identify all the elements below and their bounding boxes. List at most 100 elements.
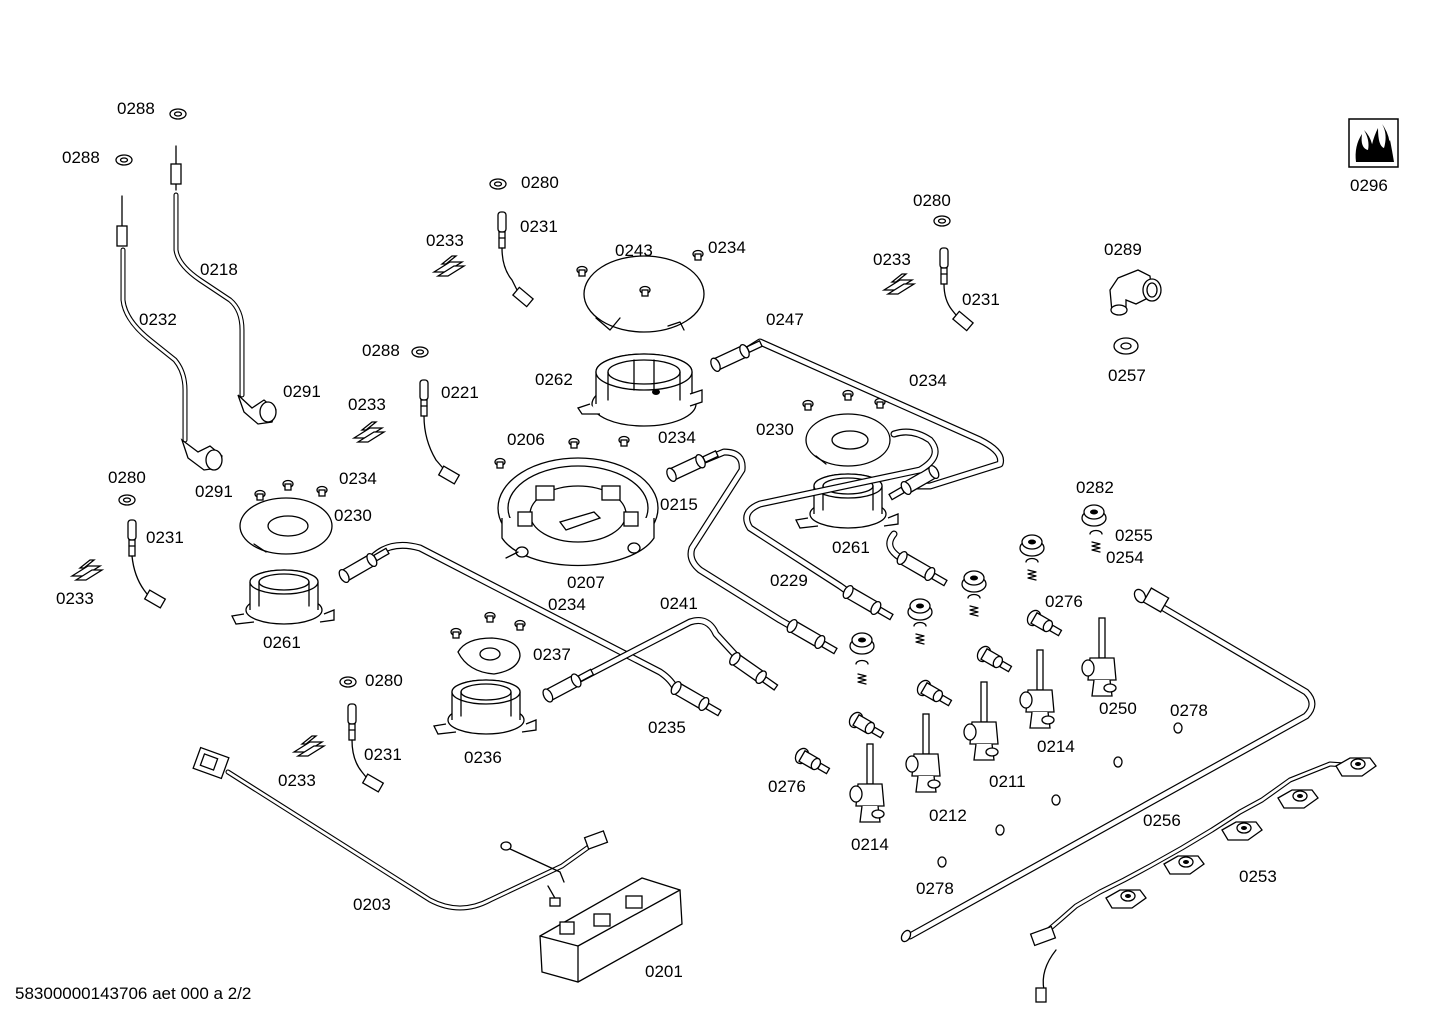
label-0230-a: 0230	[756, 420, 794, 439]
wiring-harness-0203	[192, 746, 609, 911]
label-0233-d: 0233	[56, 589, 94, 608]
label-0207: 0207	[567, 573, 605, 592]
gas-tube-0241	[540, 617, 781, 705]
label-0201: 0201	[645, 962, 683, 981]
label-0233-e: 0233	[278, 771, 316, 790]
washer-0257	[1113, 337, 1139, 355]
ignition-plug-0221	[419, 379, 461, 485]
label-0241: 0241	[660, 594, 698, 613]
label-0291-b: 0291	[195, 482, 233, 501]
label-0214-a: 0214	[1037, 737, 1075, 756]
label-0296: 0296	[1350, 176, 1388, 195]
bushing-c	[846, 709, 887, 743]
knob-cap-0282	[1081, 504, 1107, 527]
label-0235: 0235	[648, 718, 686, 737]
knob-cap-a	[1019, 534, 1045, 557]
ignition-plug-0231-bottom	[339, 676, 385, 793]
burner-cup-0236	[433, 679, 537, 735]
spring-b	[969, 605, 979, 617]
burner-plate-0237	[457, 637, 521, 675]
ignition-plug-0231-top	[489, 178, 535, 308]
label-0243: 0243	[615, 241, 653, 260]
burner-cup-0261-left	[231, 569, 335, 625]
gas-tube-0234-long	[336, 541, 724, 720]
knob-cap-c	[907, 598, 933, 621]
label-0261-b: 0261	[263, 633, 301, 652]
label-0250: 0250	[1099, 699, 1137, 718]
label-0276-a: 0276	[1045, 592, 1083, 611]
label-0233-b: 0233	[873, 250, 911, 269]
screw-0234-e	[494, 457, 506, 469]
gas-manifold	[900, 587, 1316, 943]
screw-0234-a	[576, 265, 588, 277]
label-0280-a: 0280	[521, 173, 559, 192]
clip-0255	[1089, 529, 1103, 535]
valve-0211	[963, 681, 999, 761]
label-0261-a: 0261	[832, 538, 870, 557]
label-0230-b: 0230	[334, 506, 372, 525]
drawing-id: 58300000143706 aet 000 a 2/2	[15, 984, 251, 1003]
screw-0234-j	[282, 479, 294, 491]
label-0212: 0212	[929, 806, 967, 825]
ignition-plug-0231-left	[118, 494, 167, 609]
c-clip-c	[913, 621, 927, 627]
label-0231-a: 0231	[520, 217, 558, 236]
elbow-fitting-0289	[1109, 269, 1162, 316]
screw-0234-f	[802, 399, 814, 411]
label-0288-b: 0288	[62, 148, 100, 167]
label-0236: 0236	[464, 748, 502, 767]
clip-0233-e	[293, 735, 325, 757]
label-0254: 0254	[1106, 548, 1144, 567]
label-0291-a: 0291	[283, 382, 321, 401]
burner-plate-0230-left	[239, 497, 333, 555]
thermocouple-0218	[170, 145, 277, 425]
bushing-b	[914, 677, 955, 711]
label-0211: 0211	[989, 772, 1026, 791]
c-clip-b	[967, 593, 981, 599]
label-0229: 0229	[770, 571, 808, 590]
gas-tube-0229	[743, 428, 950, 624]
burner-plate-0243	[583, 255, 705, 333]
label-0233-c: 0233	[348, 395, 386, 414]
label-0280-d: 0280	[365, 671, 403, 690]
spring-d	[857, 673, 867, 685]
valve-0250	[1081, 617, 1117, 697]
valve-0212	[905, 713, 941, 793]
bushing-0276-a	[1024, 607, 1065, 641]
clip-0233-b	[883, 273, 915, 295]
screw-0234-n	[514, 619, 526, 631]
screw-0234-i	[254, 489, 266, 501]
label-0215: 0215	[660, 495, 698, 514]
control-module-0201	[539, 877, 683, 983]
label-0232: 0232	[139, 310, 177, 329]
knob-cap-d	[849, 632, 875, 655]
label-0257: 0257	[1108, 366, 1146, 385]
label-0253: 0253	[1239, 867, 1277, 886]
label-0288-c: 0288	[362, 341, 400, 360]
ring-0288-c	[411, 346, 429, 358]
spring-c	[915, 633, 925, 645]
label-0231-b: 0231	[962, 290, 1000, 309]
gas-tube-0215	[664, 446, 840, 658]
label-0234-a: 0234	[708, 238, 746, 257]
burner-base-0207	[497, 457, 659, 567]
igniter-harness-0256	[1029, 757, 1377, 1003]
screw-0234-k	[316, 485, 328, 497]
label-0234-e: 0234	[548, 595, 586, 614]
label-0231-d: 0231	[364, 745, 402, 764]
label-0203: 0203	[353, 895, 391, 914]
label-0234-c: 0234	[658, 428, 696, 447]
label-0278-b: 0278	[916, 879, 954, 898]
part-labels: 0288 0288 0218 0232 0291 0291 0280 0231 …	[56, 99, 1388, 981]
screw-0234-b	[692, 249, 704, 261]
ring-0288-b	[115, 154, 133, 166]
gas-tube-0247	[708, 336, 1005, 504]
label-0262: 0262	[535, 370, 573, 389]
label-0280-c: 0280	[108, 468, 146, 487]
burner-plate-0230-right	[805, 413, 891, 467]
ring-0288-a	[169, 108, 187, 120]
spring-a	[1027, 569, 1037, 581]
label-0289: 0289	[1104, 240, 1142, 259]
clip-0233-a	[433, 255, 465, 277]
label-0247: 0247	[766, 310, 804, 329]
